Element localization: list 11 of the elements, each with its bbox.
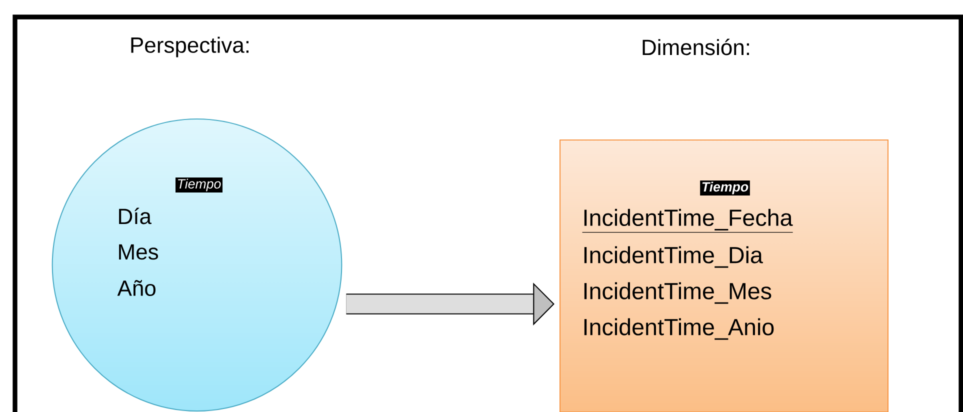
- attribute-text: IncidentTime_Anio: [584, 318, 774, 340]
- attribute-text: IncidentTime_Mes: [584, 282, 772, 304]
- title-tag: Tiempo: [700, 180, 750, 196]
- title-tag: Tiempo: [176, 177, 223, 193]
- attribute-text: IncidentTime_Dia: [584, 246, 763, 268]
- attribute-text: Mes: [119, 244, 158, 260]
- attribute-text: Día: [119, 208, 152, 224]
- attribute-text: Año: [117, 280, 156, 296]
- heading: Perspectiva:: [131, 36, 248, 58]
- attribute-text: IncidentTime_Fecha: [582, 208, 794, 233]
- heading: Dimensión:: [642, 38, 749, 56]
